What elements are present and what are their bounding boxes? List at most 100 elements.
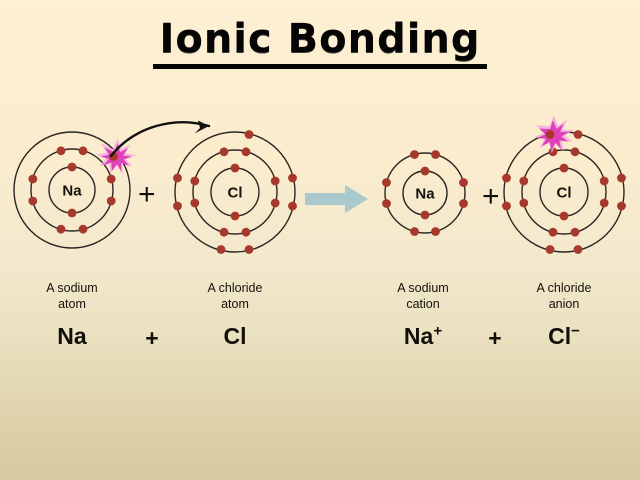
electron bbox=[230, 211, 240, 221]
electron bbox=[67, 162, 77, 172]
electron bbox=[420, 166, 430, 176]
electron bbox=[230, 163, 240, 173]
electron bbox=[431, 227, 440, 236]
shell-3-circle bbox=[174, 131, 296, 253]
caption-chloride-anion: A chloride anion bbox=[504, 281, 624, 312]
arrow-head bbox=[194, 120, 209, 134]
page-title-wrap: Ionic Bonding bbox=[0, 16, 640, 69]
electron bbox=[219, 147, 229, 157]
electron bbox=[270, 176, 280, 186]
caption-line-1: A sodium bbox=[397, 281, 449, 295]
nucleus-label: Cl bbox=[228, 185, 243, 202]
electron bbox=[599, 176, 609, 186]
electron bbox=[599, 198, 609, 208]
formula-plus-reactants: + bbox=[145, 325, 159, 351]
chloride-anion-diagram: Cl bbox=[500, 115, 628, 256]
caption-line-1: A chloride bbox=[207, 281, 263, 295]
electron bbox=[241, 147, 251, 157]
electron bbox=[545, 130, 555, 139]
electron bbox=[78, 224, 88, 234]
electron bbox=[570, 227, 580, 237]
caption-line-1: A sodium bbox=[46, 281, 98, 295]
electron bbox=[545, 245, 555, 254]
electron bbox=[519, 176, 529, 186]
electron bbox=[56, 224, 66, 234]
shell-2-circle bbox=[384, 152, 466, 234]
arrow-path bbox=[109, 121, 211, 158]
formula-charge: − bbox=[571, 322, 580, 340]
sodium-atom-diagram: Na bbox=[10, 128, 136, 252]
electron bbox=[382, 178, 391, 187]
electron bbox=[216, 245, 226, 254]
formula-charge: + bbox=[433, 322, 443, 340]
chlorine-shells bbox=[174, 131, 296, 253]
electron bbox=[288, 201, 297, 211]
electron bbox=[67, 208, 77, 218]
shell-1-electrons bbox=[67, 162, 77, 218]
electron bbox=[573, 130, 583, 139]
electron bbox=[459, 199, 468, 208]
electron-transfer-arrow bbox=[105, 112, 235, 177]
electron bbox=[173, 201, 182, 211]
electron bbox=[548, 227, 558, 237]
electron bbox=[241, 227, 251, 237]
caption-sodium-atom: A sodium atom bbox=[12, 281, 132, 312]
formula-symbol: Cl bbox=[548, 323, 572, 349]
electron bbox=[56, 146, 66, 156]
formula-plus-products: + bbox=[488, 325, 502, 351]
electron bbox=[431, 150, 440, 159]
plus-sign-products: + bbox=[482, 180, 500, 213]
reaction-arrow bbox=[305, 183, 369, 220]
electron bbox=[270, 198, 280, 208]
electron bbox=[617, 173, 626, 183]
formula-symbol: Na bbox=[403, 323, 434, 349]
caption-line-2: anion bbox=[548, 296, 580, 311]
shell-1-electrons bbox=[420, 166, 430, 220]
formula-symbol: Na bbox=[57, 323, 87, 349]
chloride-atom-diagram: Cl bbox=[171, 128, 299, 256]
shell-1-electrons bbox=[559, 163, 569, 221]
caption-line-2: cation bbox=[406, 296, 440, 311]
electron bbox=[190, 198, 200, 208]
gained-electron-star bbox=[533, 115, 574, 154]
formula-symbol: Cl bbox=[223, 323, 247, 349]
formula-sodium-atom: Na bbox=[12, 325, 132, 348]
electron bbox=[502, 201, 511, 211]
electron bbox=[288, 173, 297, 183]
electron bbox=[559, 163, 569, 173]
nucleus-label: Cl bbox=[557, 185, 572, 202]
electron bbox=[573, 245, 583, 254]
formula-chloride-atom: Cl bbox=[175, 325, 295, 348]
shell-3-electrons bbox=[173, 130, 297, 254]
electron bbox=[28, 174, 38, 184]
electron bbox=[219, 227, 229, 237]
electron bbox=[382, 199, 391, 208]
electron bbox=[502, 173, 511, 183]
shell-2-circle bbox=[30, 148, 114, 232]
electron bbox=[106, 196, 116, 206]
electron bbox=[617, 201, 626, 211]
electron bbox=[459, 178, 468, 187]
electron bbox=[410, 150, 419, 159]
electron bbox=[548, 147, 558, 157]
shell-2-electrons bbox=[190, 147, 280, 237]
formula-chloride-anion: Cl− bbox=[504, 322, 624, 349]
shell-2-circle bbox=[192, 149, 278, 235]
page-title: Ionic Bonding bbox=[153, 16, 487, 69]
electron bbox=[28, 196, 38, 206]
electron bbox=[106, 174, 116, 184]
caption-chloride-atom: A chloride atom bbox=[175, 281, 295, 312]
block-arrow-shape bbox=[305, 185, 368, 213]
electron bbox=[420, 210, 430, 220]
caption-line-1: A chloride bbox=[536, 281, 592, 295]
shell-2-electrons bbox=[382, 150, 468, 236]
electron bbox=[173, 173, 182, 183]
nucleus-label: Na bbox=[415, 186, 435, 203]
electron bbox=[410, 227, 419, 236]
electron bbox=[244, 245, 254, 254]
formula-sodium-cation: Na+ bbox=[363, 322, 483, 349]
plus-sign-reactants: + bbox=[138, 178, 156, 211]
nucleus-label: Na bbox=[62, 183, 82, 200]
sodium-cation-diagram: Na bbox=[382, 150, 468, 236]
